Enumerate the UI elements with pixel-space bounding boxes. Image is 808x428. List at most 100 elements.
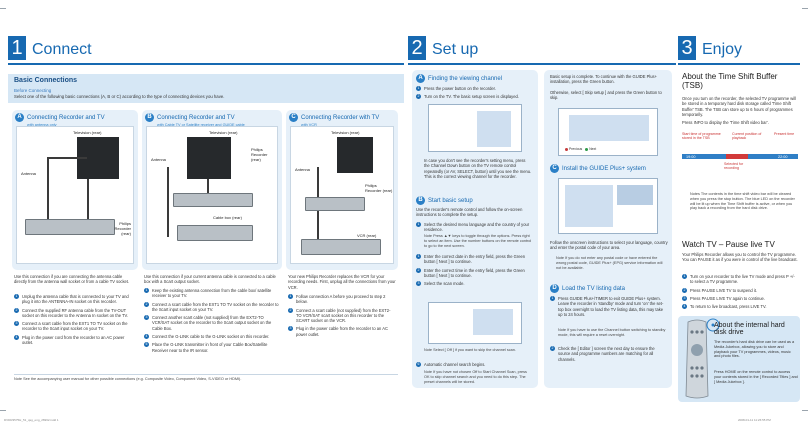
guide-top-step: Basic setup is complete. To continue wit… <box>550 74 657 85</box>
section-number: 3 <box>678 36 696 60</box>
connection-c-intro: Your new Philips Recorder replaces the V… <box>288 274 396 290</box>
tv-label: Television (rear) <box>209 130 238 135</box>
card-subtitle: with antenna only <box>27 123 57 127</box>
section-title: Set up <box>432 41 479 58</box>
tv-label: Television (rear) <box>331 130 360 135</box>
guide-top-bullet: Otherwise, select [ Skip setup ] and pre… <box>550 90 662 101</box>
tsb-notes: Notes The contents in the time shift vid… <box>690 192 795 211</box>
menu-bar <box>565 185 613 227</box>
tsb-info: Press INFO to display the 'Time Shift vi… <box>682 120 769 125</box>
connection-card-c: C Connecting Recorder with TV with VCR T… <box>286 110 398 270</box>
auto-search-note: Note If you have not chosen Off to Start… <box>424 370 527 384</box>
remote-control-icon <box>685 319 709 399</box>
header-rule <box>408 63 676 65</box>
recorder-label: Philips Recorder (rear) <box>114 221 131 236</box>
step-item: Select the scan mode. <box>416 281 534 287</box>
cable <box>87 179 89 219</box>
step-item: Unplug the antenna cable that is connect… <box>14 294 136 305</box>
start-setup-intro: Use the recorder's remote control and fo… <box>416 207 523 218</box>
card-title: Connecting Recorder and TV <box>27 114 105 121</box>
hdd-text: The recorder's hard disk drive can be us… <box>714 340 795 359</box>
step-item: Enter the correct time in the entry fiel… <box>416 267 534 279</box>
step-item: Press GUIDE Plus+/TIMER to exit GUIDE Pl… <box>550 296 668 317</box>
finding-channel-steps: Press the power button on the recorder. … <box>416 86 534 103</box>
connection-diagram: Television (rear) Antenna Philips Record… <box>290 126 394 264</box>
hdd-tail: Press HOME on the remote control to acce… <box>714 370 798 384</box>
recorder-label: Philips Recorder (rear) <box>365 183 393 193</box>
listing-note: Note If you have to use the Channel butt… <box>558 328 666 337</box>
trim-mark <box>0 410 6 411</box>
scan-note: Note Select [ Off ] if you want to skip … <box>424 348 516 352</box>
step-title: Install the GUIDE Plus+ system <box>562 165 646 172</box>
start-setup-steps-cont: Enter the correct date in the entry fiel… <box>416 254 534 289</box>
tv-label: Television (rear) <box>73 130 102 135</box>
tsb-end-time: 22:00 <box>778 154 788 159</box>
recorder-illustration <box>305 197 365 211</box>
recorder-illustration <box>173 193 253 207</box>
connect-header: 1 Connect <box>8 36 404 60</box>
listing-steps: Press GUIDE Plus+/TIMER to exit GUIDE Pl… <box>550 296 668 320</box>
tsb-title: About the Time Shift Buffer (TSB) <box>682 72 778 90</box>
tsb-start-time: 19:00 <box>686 154 696 159</box>
header-rule <box>8 63 404 65</box>
listing-steps-cont: Check the [ Editor ] screen the next day… <box>550 346 668 365</box>
finding-channel-tail: In case you don't see the recorder's set… <box>424 158 532 179</box>
step-item: Check the [ Editor ] screen the next day… <box>550 346 668 362</box>
antenna-label: Antenna <box>151 157 166 162</box>
step-item: Connect another scart cable (not supplie… <box>144 315 280 331</box>
antenna-label: Antenna <box>295 167 310 172</box>
tsb-current-label: Current position of playback <box>732 132 762 140</box>
card-subtitle: with Cable TV or Satellite receiver and … <box>157 123 245 127</box>
connection-c-steps: Follow connection A before you proceed t… <box>288 294 396 340</box>
card-head: A Connecting Recorder and TV <box>12 110 138 122</box>
basic-connections-title: Basic Connections <box>14 77 78 84</box>
card-head: B Connecting Recorder and TV <box>142 110 282 122</box>
card-title: Connecting Recorder and TV <box>157 114 235 121</box>
step-letter: B <box>145 113 154 122</box>
step-item: Turn on your recorder to the live TV mod… <box>682 274 798 285</box>
recorder-illustration <box>25 219 115 235</box>
green-button[interactable]: Next <box>585 147 596 151</box>
red-button[interactable]: Previous <box>565 147 582 151</box>
setup-panel: 2 Set up A Finding the viewing channel P… <box>408 12 676 405</box>
antenna-label: Antenna <box>21 171 36 176</box>
section-number: 1 <box>8 36 26 60</box>
step-item: Automatic channel search begins. <box>416 362 534 368</box>
vcr-illustration <box>301 239 381 255</box>
step-item: Press the power button on the recorder. <box>416 86 534 92</box>
card-title: Connecting Recorder with TV <box>301 114 380 121</box>
connection-diagram: Television (rear) Antenna Philips Record… <box>146 126 278 264</box>
hard-disk-icon <box>706 318 720 332</box>
connection-a-intro: Use this connection if you are connectin… <box>14 274 130 285</box>
step-item: Select the desired menu language and the… <box>416 222 534 233</box>
start-setup-note: Note Press ▲▼ keys to toggle through the… <box>424 234 532 248</box>
menu-bar <box>473 309 513 335</box>
setup-header: 2 Set up <box>408 36 676 60</box>
guide-screen: Previous Next <box>558 108 658 156</box>
step-item: Press PAUSE LIVE TV to suspend it. <box>682 287 798 293</box>
connection-b-steps: Keep the existing antenna connection fro… <box>144 288 280 356</box>
before-connecting-text: Select one of the following basic connec… <box>14 94 225 99</box>
step-item: Press PAUSE LIVE TV again to continue. <box>682 295 798 302</box>
menu-bar <box>477 111 511 147</box>
tsb-present-label: Present time <box>774 132 795 136</box>
tsb-selected-label: Selected for recording <box>724 162 744 170</box>
connect-note: Note See the accompanying user manual fo… <box>14 374 398 382</box>
step-item: Plug in the power cord from the recorder… <box>14 334 136 346</box>
trim-mark <box>802 8 808 9</box>
cable <box>207 179 209 195</box>
step-letter: C <box>289 113 298 122</box>
guide-note: Note If you do not enter any postal code… <box>556 256 663 270</box>
step-item: Turn on the TV. The basic setup screen i… <box>416 94 534 100</box>
step-item: Enter the correct date in the entry fiel… <box>416 254 534 265</box>
hdd-title: About the internal hard disk drive <box>714 322 785 336</box>
tsb-selected-segment <box>726 154 748 159</box>
auto-search-step: Automatic channel search begins. <box>416 362 534 370</box>
step-item: Connect the supplied RF antenna cable fr… <box>14 307 136 319</box>
tsb-start-label: Start time of programme stored in the TS… <box>682 132 721 140</box>
start-setup-head: B Start basic setup <box>416 196 473 205</box>
step-item: Follow connection A before you proceed t… <box>288 294 396 305</box>
trim-mark <box>802 410 808 411</box>
cable-box-label: Cable box (rear) <box>213 215 242 220</box>
tv-illustration <box>187 137 231 179</box>
